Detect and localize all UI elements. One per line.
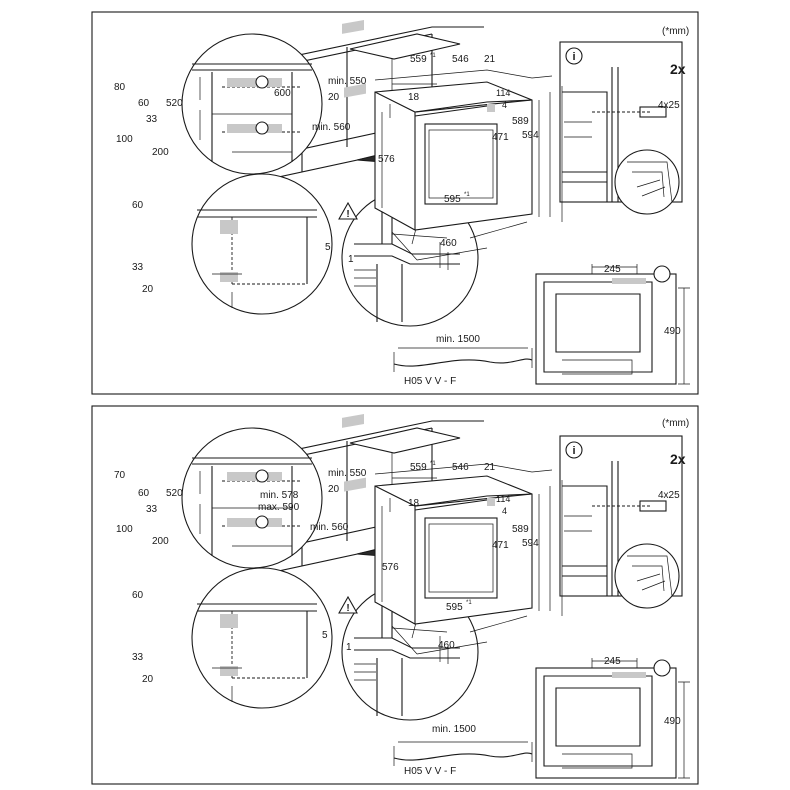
oven-18: 18 [408,498,420,509]
niche-min-560: min. 560 [312,122,351,133]
oven-4: 4 [502,100,507,110]
oven-595-note: *1 [464,192,470,198]
niche-20: 20 [328,484,340,495]
oven-595: 595 [446,602,463,613]
detail-33: 33 [132,652,144,663]
oven-595-note: *1 [466,600,472,606]
oven-546: 546 [452,54,469,65]
detail-60: 60 [132,200,144,211]
dim-33: 33 [146,504,158,515]
oven-460: 460 [438,640,455,651]
dim-600: 600 [274,88,291,99]
dim-60: 60 [138,488,150,499]
cable-type: H05 V V - F [404,766,456,777]
floor-5: 5 [325,242,331,253]
oven-18: 18 [408,92,420,103]
screw-label: 4x25 [658,490,680,501]
detail-20: 20 [142,284,154,295]
unit-note: (*mm) [662,418,689,429]
oven-589: 589 [512,116,529,127]
oven-559-note: *1 [430,53,436,59]
floor-1: 1 [346,642,352,653]
dim-200: 200 [152,536,169,547]
side-245: 245 [604,656,621,667]
oven-576: 576 [378,154,395,165]
side-245: 245 [604,264,621,275]
oven-4: 4 [502,506,507,516]
dim-60: 60 [138,98,150,109]
niche-20: 20 [328,92,340,103]
oven-460: 460 [440,238,457,249]
detail-33: 33 [132,262,144,273]
oven-21: 21 [484,54,496,65]
cable-type: H05 V V - F [404,376,456,387]
oven-594: 594 [522,538,539,549]
oven-114: 114 [496,494,510,504]
side-490: 490 [664,326,681,337]
floor-1: 1 [348,254,354,265]
unit-note: (*mm) [662,26,689,37]
screw-label: 4x25 [658,100,680,111]
dim-70: 70 [114,470,126,481]
dim-200: 200 [152,147,169,158]
niche-min-578: min. 578 [260,490,299,501]
oven-114: 114 [496,88,510,98]
niche-min-550: min. 550 [328,468,367,479]
count-label: 2x [670,61,686,77]
oven-471: 471 [492,540,509,551]
dim-520: 520 [166,488,183,499]
niche-max-590: max. 590 [258,502,300,513]
niche-min-550: min. 550 [328,76,367,87]
panel-bottom: (*mm) 2x 70 60 520 33 100 200 60 33 20 m… [91,405,699,785]
cable-length: min. 1500 [436,334,480,345]
oven-559-note: *1 [430,461,436,467]
count-label: 2x [670,451,686,467]
cable-length: min. 1500 [432,724,476,735]
dim-100: 100 [116,524,133,535]
detail-20: 20 [142,674,154,685]
floor-5: 5 [322,630,328,641]
niche-min-560: min. 560 [310,522,349,533]
oven-594: 594 [522,130,539,141]
oven-595: 595 [444,194,461,205]
oven-21: 21 [484,462,496,473]
oven-546: 546 [452,462,469,473]
oven-471: 471 [492,132,509,143]
oven-559: 559 [410,462,427,473]
oven-559: 559 [410,54,427,65]
dim-520: 520 [166,98,183,109]
oven-576: 576 [382,562,399,573]
oven-589: 589 [512,524,529,535]
dim-33: 33 [146,114,158,125]
dim-100: 100 [116,134,133,145]
dim-80: 80 [114,82,126,93]
side-490: 490 [664,716,681,727]
detail-60: 60 [132,590,144,601]
panel-top: (*mm) 2x 80 60 520 33 100 200 600 60 33 … [91,11,699,395]
